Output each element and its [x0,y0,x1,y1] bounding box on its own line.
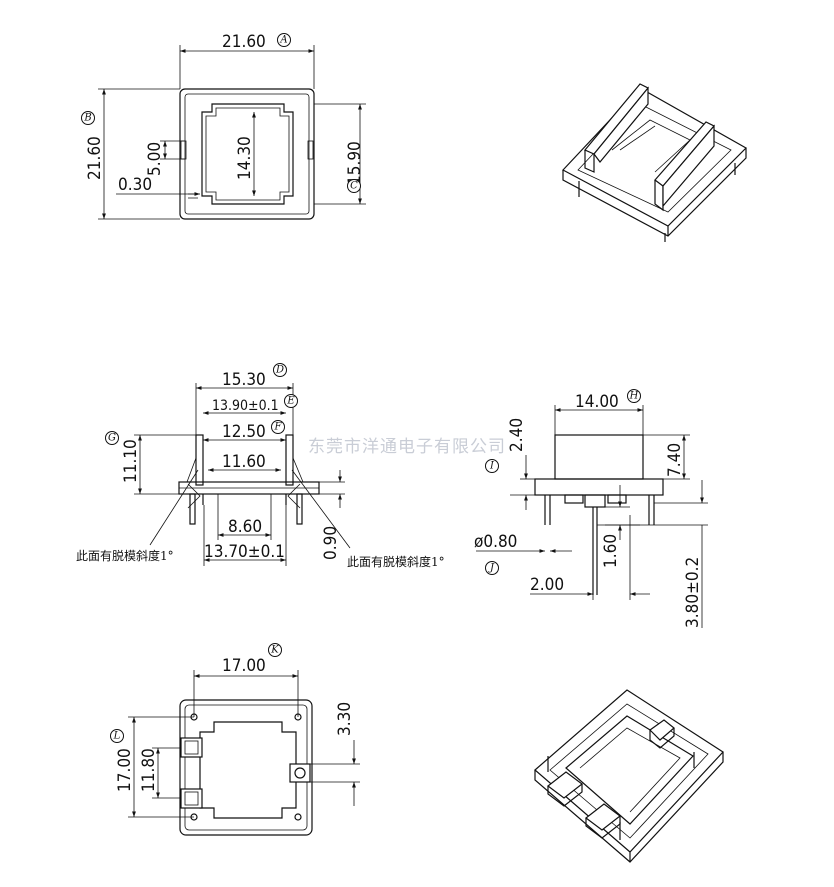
dim-pin-total: 3.80±0.2 [683,557,703,628]
dim-front-tol: 13.90±0.1 [212,398,279,414]
marker-d: D [273,363,287,377]
dim-side-height: 7.40 [665,443,685,477]
marker-b: B [81,111,95,125]
dim-right-height: 15.90 [345,141,365,185]
dim-side-width: 14.00 [575,392,619,412]
dim-offset: 0.30 [118,175,152,195]
watermark: 东莞市洋通电子有限公司 [308,437,506,457]
dim-side-top: 2.40 [507,418,527,452]
dim-bottom-side: 3.30 [335,702,355,736]
front-view-dimensions: 15.30 13.90±0.1 12.50 11.60 11.10 8.60 [121,370,345,566]
dim-pin-len: 1.60 [601,534,621,568]
marker-i: I [485,459,499,473]
dim-front-outer: 15.30 [222,370,266,390]
dim-top-height: 21.60 [85,136,105,180]
svg-text:E: E [286,396,295,407]
marker-j: J [485,561,499,575]
dim-front-height: 11.10 [121,439,141,483]
svg-text:B: B [83,113,91,124]
svg-text:C: C [350,181,358,192]
svg-text:G: G [108,433,116,444]
marker-c: C [347,179,361,193]
side-view: 14.00 2.40 7.40 ø0.80 2.00 [474,389,708,628]
dim-inner-width: 14.30 [235,136,255,180]
svg-text:D: D [275,365,284,376]
dim-front-bottom: 8.60 [228,517,262,537]
dim-front-base: 13.70±0.1 [204,542,285,562]
marker-h: H [627,389,641,403]
marker-a: A [277,33,291,47]
bottom-view-dimensions: 17.00 17.00 11.80 3.30 [115,656,360,818]
draft-note-right: 此面有脱模斜度1° [347,554,445,569]
svg-text:F: F [274,422,283,433]
svg-text:A: A [279,35,287,46]
dim-bottom-height: 17.00 [115,748,135,792]
dim-notch: 5.00 [145,142,165,176]
marker-e: E [284,394,298,408]
dim-bottom-inner: 11.80 [139,748,159,792]
side-view-dimensions: 14.00 2.40 7.40 ø0.80 2.00 [474,392,708,628]
dim-front-gap: 11.60 [222,452,266,472]
dim-front-pin: 0.90 [321,526,341,560]
dim-top-width: 21.60 [222,32,266,52]
svg-text:J: J [488,563,495,574]
dim-bottom-width: 17.00 [222,656,266,676]
dim-pin-space: 2.00 [530,575,564,595]
svg-text:I: I [489,461,495,472]
dim-front-inner: 12.50 [222,422,266,442]
bottom-view: 17.00 17.00 11.80 3.30 K L [110,643,360,836]
svg-text:L: L [113,731,121,742]
draft-note-left: 此面有脱模斜度1° [76,548,174,563]
svg-text:H: H [629,391,639,402]
svg-text:K: K [270,645,279,656]
dim-pin-dia: ø0.80 [474,532,517,552]
marker-f: F [271,420,285,434]
marker-k: K [268,643,282,657]
isometric-bottom-view [534,689,724,863]
marker-g: G [105,431,119,445]
isometric-top-view [562,83,747,242]
front-view: 15.30 13.90±0.1 12.50 11.60 11.10 8.60 [76,363,445,569]
marker-l: L [110,729,124,743]
top-view-dimensions: 21.60 21.60 14.30 5.00 0.30 15.90 [85,32,366,220]
top-view: 21.60 21.60 14.30 5.00 0.30 15.90 A B C [81,32,366,220]
